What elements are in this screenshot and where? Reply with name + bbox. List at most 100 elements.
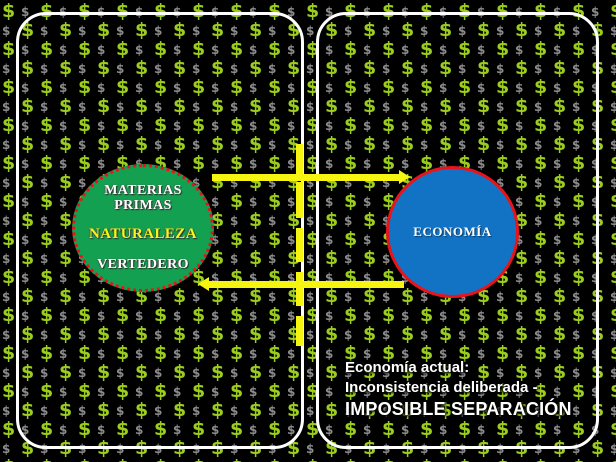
dollar-glyph: $ <box>363 119 372 133</box>
dollar-glyph: $ <box>553 323 567 345</box>
dollar-glyph: $ <box>515 157 524 171</box>
dollar-glyph: $ <box>211 247 225 269</box>
dollar-glyph: $ <box>97 95 111 117</box>
dollar-glyph: $ <box>59 81 68 95</box>
dollar-glyph: $ <box>78 76 92 98</box>
dollar-glyph: $ <box>515 309 524 323</box>
dollar-glyph: $ <box>40 214 49 228</box>
dollar-glyph: $ <box>173 309 182 323</box>
dollar-glyph: $ <box>135 361 149 383</box>
dollar-glyph: $ <box>610 176 616 190</box>
dollar-glyph: $ <box>439 309 448 323</box>
dollar-glyph: $ <box>154 342 168 364</box>
dollar-glyph: $ <box>344 380 358 402</box>
dollar-glyph: $ <box>268 442 277 456</box>
dollar-glyph: $ <box>268 328 277 342</box>
dollar-glyph: $ <box>458 138 467 152</box>
dollar-glyph: $ <box>572 290 581 304</box>
dollar-glyph: $ <box>553 361 567 383</box>
dollar-glyph: $ <box>268 252 277 266</box>
dollar-glyph: $ <box>2 76 16 98</box>
dollar-glyph: $ <box>458 100 467 114</box>
dollar-glyph: $ <box>344 366 353 380</box>
dollar-glyph: $ <box>21 5 30 19</box>
dollar-glyph: $ <box>591 347 600 361</box>
dollar-glyph: $ <box>591 195 600 209</box>
dollar-glyph: $ <box>230 442 239 456</box>
dollar-glyph: $ <box>21 43 30 57</box>
dollar-glyph: $ <box>135 323 149 345</box>
dollar-glyph: $ <box>420 404 429 418</box>
dollar-glyph: $ <box>496 458 509 462</box>
dollar-glyph: $ <box>382 252 391 266</box>
dollar-glyph: $ <box>21 399 35 421</box>
dollar-glyph: $ <box>287 57 301 79</box>
dollar-glyph: $ <box>287 95 301 117</box>
dollar-glyph: $ <box>553 271 562 285</box>
dollar-glyph: $ <box>344 114 358 136</box>
dollar-glyph: $ <box>496 76 510 98</box>
naturaleza-circle[interactable]: MATERIAS PRIMAS NATURALEZA VERTEDERO <box>72 164 214 292</box>
dollar-glyph: $ <box>59 119 68 133</box>
dollar-glyph: $ <box>154 114 168 136</box>
dollar-glyph: $ <box>363 285 377 307</box>
dollar-glyph: $ <box>534 404 543 418</box>
flow-top-shaft <box>212 174 402 181</box>
dollar-glyph: $ <box>230 252 239 266</box>
dollar-glyph: $ <box>211 195 220 209</box>
dollar-glyph: $ <box>477 309 486 323</box>
flow-vertical-seg-2 <box>296 182 303 218</box>
dollar-glyph: $ <box>363 309 372 323</box>
dollar-glyph: $ <box>553 209 567 231</box>
dollar-glyph: $ <box>439 133 453 155</box>
dollar-glyph: $ <box>382 62 391 76</box>
dollar-glyph: $ <box>21 57 35 79</box>
dollar-glyph: $ <box>553 285 567 307</box>
dollar-glyph: $ <box>591 43 600 57</box>
dollar-glyph: $ <box>78 0 92 22</box>
dollar-glyph: $ <box>268 190 282 212</box>
dollar-glyph: $ <box>2 304 16 326</box>
dollar-glyph: $ <box>211 423 220 437</box>
dollar-glyph: $ <box>439 423 448 437</box>
dollar-glyph: $ <box>287 195 296 209</box>
dollar-glyph: $ <box>249 399 263 421</box>
dollar-glyph: $ <box>363 195 372 209</box>
dollar-glyph: $ <box>154 62 163 76</box>
dollar-glyph: $ <box>553 399 567 421</box>
dollar-glyph: $ <box>249 95 263 117</box>
dollar-glyph: $ <box>306 442 315 456</box>
dollar-glyph: $ <box>572 76 586 98</box>
economia-circle[interactable]: ECONOMÍA <box>386 166 519 298</box>
dollar-glyph: $ <box>382 458 395 462</box>
dollar-glyph: $ <box>287 119 296 133</box>
dollar-glyph: $ <box>363 323 377 345</box>
dollar-glyph: $ <box>21 95 35 117</box>
dollar-glyph: $ <box>477 19 491 41</box>
dollar-glyph: $ <box>40 342 54 364</box>
dollar-glyph: $ <box>306 24 315 38</box>
dollar-glyph: $ <box>306 228 320 250</box>
dollar-glyph: $ <box>249 271 258 285</box>
dollar-glyph: $ <box>325 385 334 399</box>
dollar-glyph: $ <box>325 323 339 345</box>
dollar-glyph: $ <box>401 361 415 383</box>
dollar-glyph: $ <box>230 176 239 190</box>
dollar-glyph: $ <box>534 190 548 212</box>
dollar-glyph: $ <box>496 304 510 326</box>
dollar-glyph: $ <box>306 304 320 326</box>
dollar-glyph: $ <box>78 328 87 342</box>
dollar-glyph: $ <box>401 57 415 79</box>
dollar-glyph: $ <box>40 190 54 212</box>
dollar-glyph: $ <box>249 133 263 155</box>
dollar-glyph: $ <box>420 24 429 38</box>
dollar-glyph: $ <box>344 304 358 326</box>
dollar-glyph: $ <box>420 328 429 342</box>
dollar-glyph: $ <box>610 344 616 363</box>
dollar-glyph: $ <box>401 423 410 437</box>
dollar-glyph: $ <box>2 290 11 304</box>
dollar-glyph: $ <box>268 366 277 380</box>
dollar-glyph: $ <box>344 24 353 38</box>
dollar-glyph: $ <box>401 81 410 95</box>
dollar-glyph: $ <box>325 157 334 171</box>
